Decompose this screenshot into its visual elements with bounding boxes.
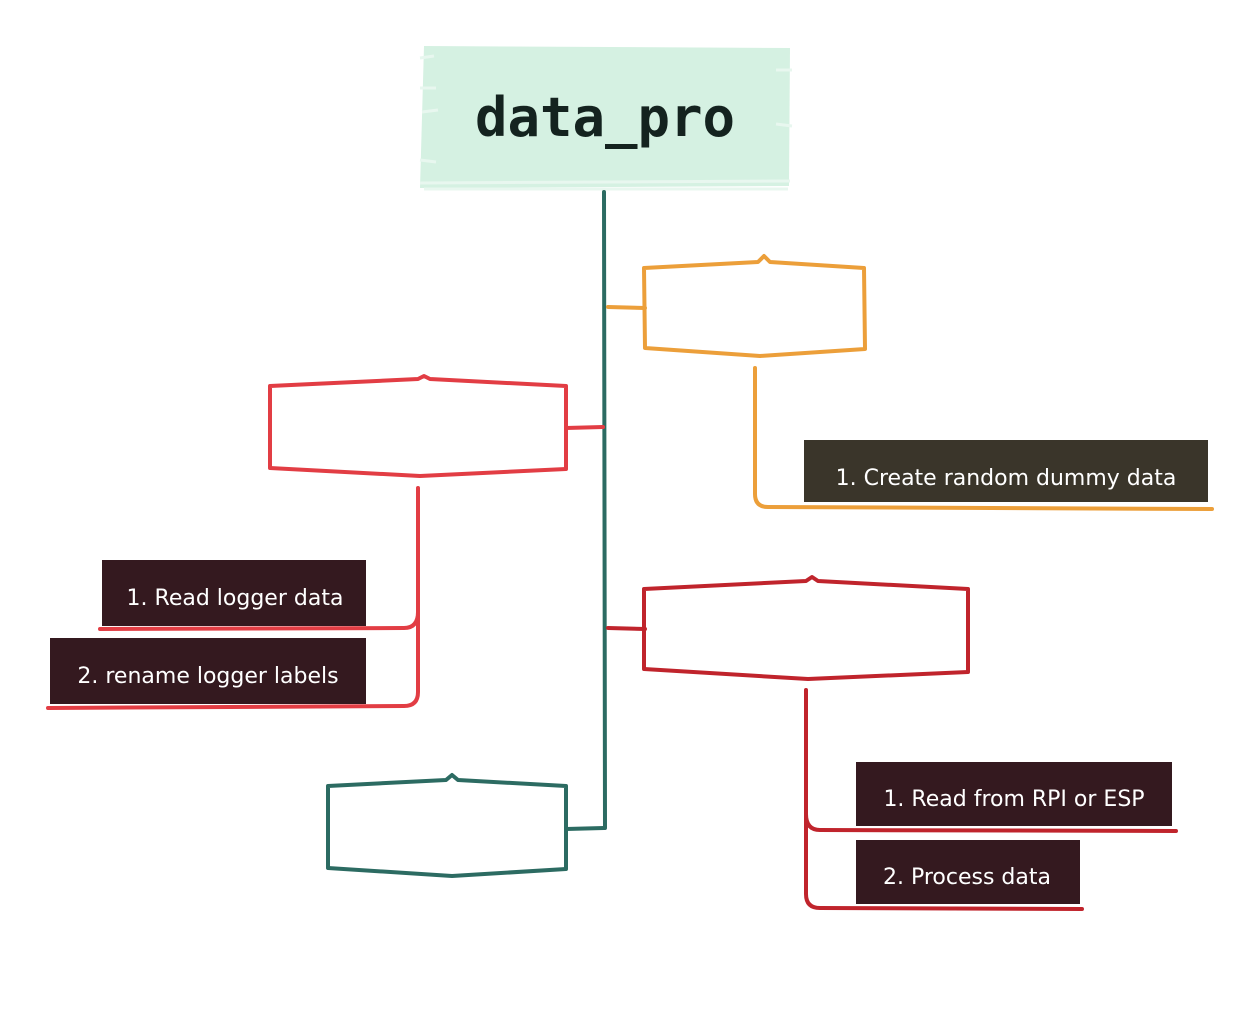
root-node-label: data_pro: [475, 86, 735, 149]
branch-device-item-1-label: 1. Read from RPI or ESP: [883, 787, 1144, 812]
branch-dummy-leader: [753, 366, 1214, 511]
branch-device: 1. Read from RPI or ESP 2. Process data: [606, 575, 1178, 911]
branch-empty: [326, 773, 606, 878]
branch-logger: 1. Read logger data 2. rename logger lab…: [46, 374, 605, 710]
branch-empty-connector: [564, 826, 606, 831]
branch-logger-connector: [564, 425, 605, 430]
root-node: data_pro: [419, 46, 793, 191]
branch-dummy-connector: [606, 305, 647, 310]
branch-logger-item-2-box: [50, 638, 366, 704]
branch-empty-topic-box: [326, 773, 568, 878]
branch-dummy-topic-box: [642, 254, 867, 358]
branch-device-leader: [804, 688, 1178, 911]
branch-device-topic-box: [642, 575, 970, 681]
branch-device-item-1-box: [856, 762, 1172, 826]
branch-dummy-item-1-box: [804, 440, 1208, 502]
branch-logger-item-2-label: 2. rename logger labels: [77, 664, 338, 689]
branch-dummy-item-1-label: 1. Create random dummy data: [836, 466, 1177, 491]
root-node-texture: [419, 54, 793, 191]
branch-device-item-2-box: [856, 840, 1080, 904]
branch-dummy: 1. Create random dummy data: [606, 254, 1214, 511]
branch-device-connector: [606, 626, 647, 631]
branch-logger-topic-box: [268, 374, 568, 478]
trunk-line: [602, 190, 607, 830]
branch-device-item-2-label: 2. Process data: [883, 865, 1051, 890]
branch-logger-item-1-label: 1. Read logger data: [127, 586, 344, 611]
branch-logger-item-1-box: [102, 560, 366, 626]
root-node-fill: [420, 46, 790, 188]
branch-logger-leader: [46, 486, 420, 710]
